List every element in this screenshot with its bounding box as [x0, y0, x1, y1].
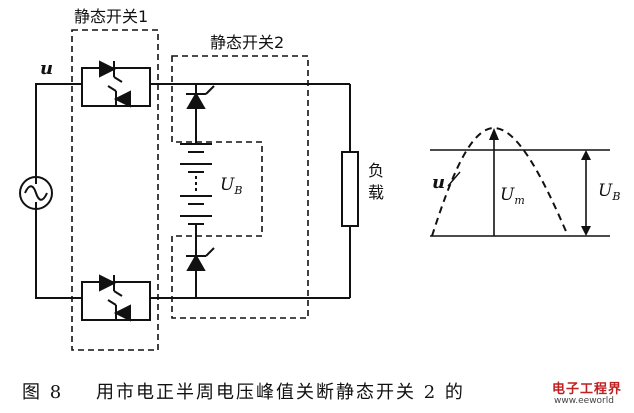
ub-main-label: UB	[220, 175, 242, 197]
figure-caption-text: 用市电正半周电压峰值关断静态开关 2 的	[96, 382, 465, 403]
static-switch-1-box	[71, 29, 159, 351]
battery	[180, 128, 212, 236]
static-switch-2-box	[171, 55, 309, 319]
load-resistor	[341, 151, 359, 227]
ac-source	[19, 176, 53, 210]
um-label: Um	[500, 185, 525, 207]
u-wave-label: u	[432, 172, 445, 193]
load-label-2: 载	[368, 183, 384, 202]
load-label-1: 负	[368, 161, 384, 180]
waveform	[430, 126, 610, 237]
switch2-label: 静态开关2	[210, 33, 284, 52]
watermark-line2: www.eeworld	[554, 396, 614, 406]
thyristor-upper	[186, 85, 215, 128]
scr-pair-bottom	[81, 274, 151, 322]
scr-pair-top	[81, 60, 151, 108]
switch1-label: 静态开关1	[74, 7, 148, 26]
watermark-logo: 电子工程界 www.eeworld	[534, 378, 630, 410]
watermark-line1: 电子工程界	[552, 382, 623, 397]
ub-wave-label: UB	[598, 181, 620, 203]
thyristor-lower	[186, 236, 215, 298]
u-top-label: u	[40, 58, 53, 79]
wire-bottom-left	[35, 202, 82, 299]
figure-number: 图 8	[22, 382, 64, 403]
wire-top-left	[35, 83, 82, 184]
figure-caption: 图 8 用市电正半周电压峰值关断静态开关 2 的	[0, 378, 634, 406]
